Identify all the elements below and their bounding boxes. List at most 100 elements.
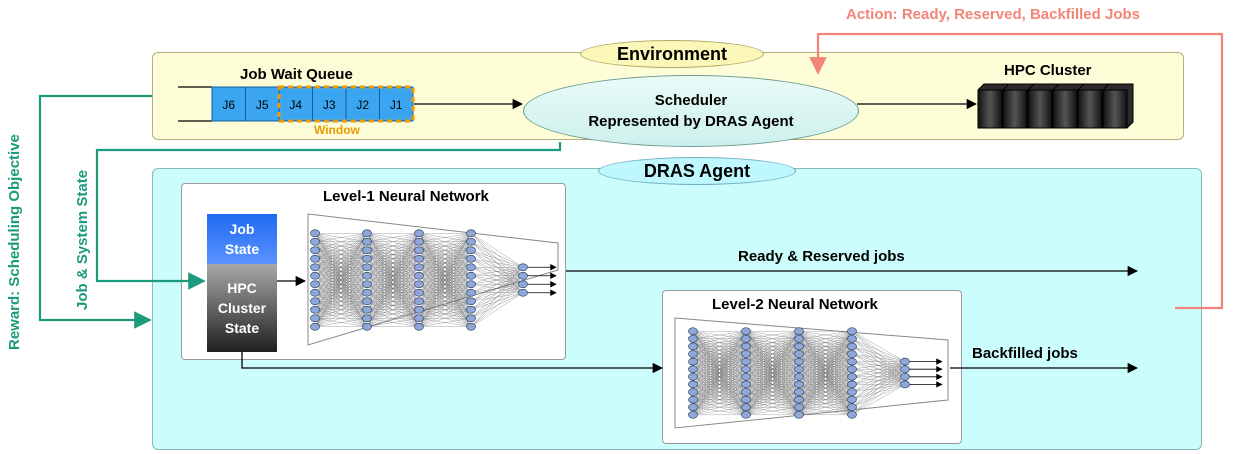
nn-node bbox=[310, 271, 320, 280]
nn-node bbox=[741, 410, 751, 419]
nn-node bbox=[741, 327, 751, 336]
nn-node bbox=[466, 297, 476, 306]
reward-arrow bbox=[38, 94, 152, 329]
nn-node bbox=[847, 350, 857, 358]
nn-node bbox=[362, 280, 372, 289]
state-arrow bbox=[95, 142, 562, 290]
nn-node bbox=[362, 254, 372, 263]
job-cell-label: J4 bbox=[289, 98, 302, 112]
nn-node bbox=[362, 237, 372, 246]
reward-label: Reward: Scheduling Objective bbox=[6, 134, 23, 350]
nn-node bbox=[362, 305, 372, 314]
nn-node bbox=[362, 314, 372, 323]
nn-node bbox=[414, 229, 424, 238]
level2-nn-title: Level-2 Neural Network bbox=[712, 296, 878, 313]
nn-node bbox=[518, 280, 528, 289]
nn-node bbox=[362, 263, 372, 272]
nn-node bbox=[362, 271, 372, 280]
nn-node bbox=[688, 357, 698, 366]
nn-node bbox=[414, 288, 424, 297]
nn-node bbox=[362, 288, 372, 297]
job-state-line2: State bbox=[224, 241, 260, 257]
nn-node bbox=[414, 280, 424, 289]
nn-node bbox=[794, 350, 804, 358]
nn-node bbox=[741, 350, 751, 358]
job-cell-label: J3 bbox=[323, 98, 336, 112]
hpc-cluster-title: HPC Cluster bbox=[1004, 62, 1092, 79]
nn-node bbox=[466, 271, 476, 280]
nn-node bbox=[310, 254, 320, 263]
hpc-cluster-state-box: HPC Cluster State bbox=[207, 264, 277, 352]
job-cell-label: J6 bbox=[222, 98, 235, 112]
nn-node bbox=[466, 246, 476, 255]
action-label: Action: Ready, Reserved, Backfilled Jobs bbox=[846, 6, 1140, 23]
job-cell-label: J5 bbox=[256, 98, 269, 112]
nn-node bbox=[900, 372, 910, 381]
nn-node bbox=[847, 380, 857, 389]
nn-node bbox=[466, 229, 476, 238]
nn-node bbox=[688, 410, 698, 419]
nn-node bbox=[518, 288, 528, 297]
nn-node bbox=[310, 288, 320, 297]
nn-node bbox=[466, 280, 476, 289]
nn-node bbox=[741, 357, 751, 366]
nn-node bbox=[847, 342, 857, 351]
level2-network-graph bbox=[688, 327, 943, 419]
window-label: Window bbox=[314, 123, 360, 137]
nn-node bbox=[741, 342, 751, 351]
hpc-state-line2: Cluster bbox=[217, 300, 267, 316]
nn-node bbox=[688, 365, 698, 374]
hpc-state-line3: State bbox=[224, 320, 260, 336]
nn-node bbox=[518, 271, 528, 280]
nn-node bbox=[688, 403, 698, 412]
nn-node bbox=[741, 395, 751, 404]
nn-node bbox=[741, 372, 751, 381]
hpc-cluster-icon bbox=[977, 83, 1134, 129]
nn-node bbox=[414, 246, 424, 255]
nn-node bbox=[362, 246, 372, 255]
nn-node bbox=[466, 305, 476, 314]
window-frame bbox=[277, 85, 415, 123]
nn-node bbox=[362, 229, 372, 238]
nn-node bbox=[794, 342, 804, 351]
job-cell-label: J2 bbox=[356, 98, 369, 112]
nn-node bbox=[414, 322, 424, 331]
nn-node bbox=[794, 357, 804, 366]
scheduler-node: Scheduler Represented by DRAS Agent bbox=[523, 75, 859, 147]
nn-node bbox=[794, 380, 804, 389]
state-label: Job & System State bbox=[74, 169, 91, 310]
nn-node bbox=[794, 403, 804, 412]
nn-node bbox=[900, 365, 910, 374]
nn-node bbox=[847, 372, 857, 381]
nn-node bbox=[466, 288, 476, 297]
nn-node bbox=[741, 380, 751, 389]
nn-node bbox=[414, 297, 424, 306]
nn-node bbox=[794, 334, 804, 343]
scheduler-line2: Represented by DRAS Agent bbox=[588, 113, 794, 130]
output2-label: Backfilled jobs bbox=[972, 345, 1078, 362]
nn-node bbox=[741, 388, 751, 396]
nn-node bbox=[466, 237, 476, 246]
nn-node bbox=[310, 229, 320, 238]
nn-node bbox=[847, 395, 857, 404]
dras-agent-title: DRAS Agent bbox=[598, 157, 796, 185]
nn-node bbox=[310, 322, 320, 331]
nn-node bbox=[688, 372, 698, 381]
nn-node bbox=[466, 254, 476, 263]
nn-node bbox=[688, 395, 698, 404]
nn-node bbox=[362, 297, 372, 306]
nn-node bbox=[310, 263, 320, 272]
nn-node bbox=[518, 263, 528, 272]
queue-title: Job Wait Queue bbox=[240, 66, 353, 83]
nn-node bbox=[466, 263, 476, 272]
scheduler-line1: Scheduler bbox=[654, 92, 728, 109]
nn-node bbox=[794, 372, 804, 381]
nn-node bbox=[794, 365, 804, 374]
nn-node bbox=[688, 342, 698, 351]
nn-node bbox=[310, 280, 320, 289]
nn-node bbox=[688, 334, 698, 343]
nn-node bbox=[310, 246, 320, 255]
nn-node bbox=[741, 403, 751, 412]
action-feedback-arrow bbox=[809, 32, 1224, 310]
